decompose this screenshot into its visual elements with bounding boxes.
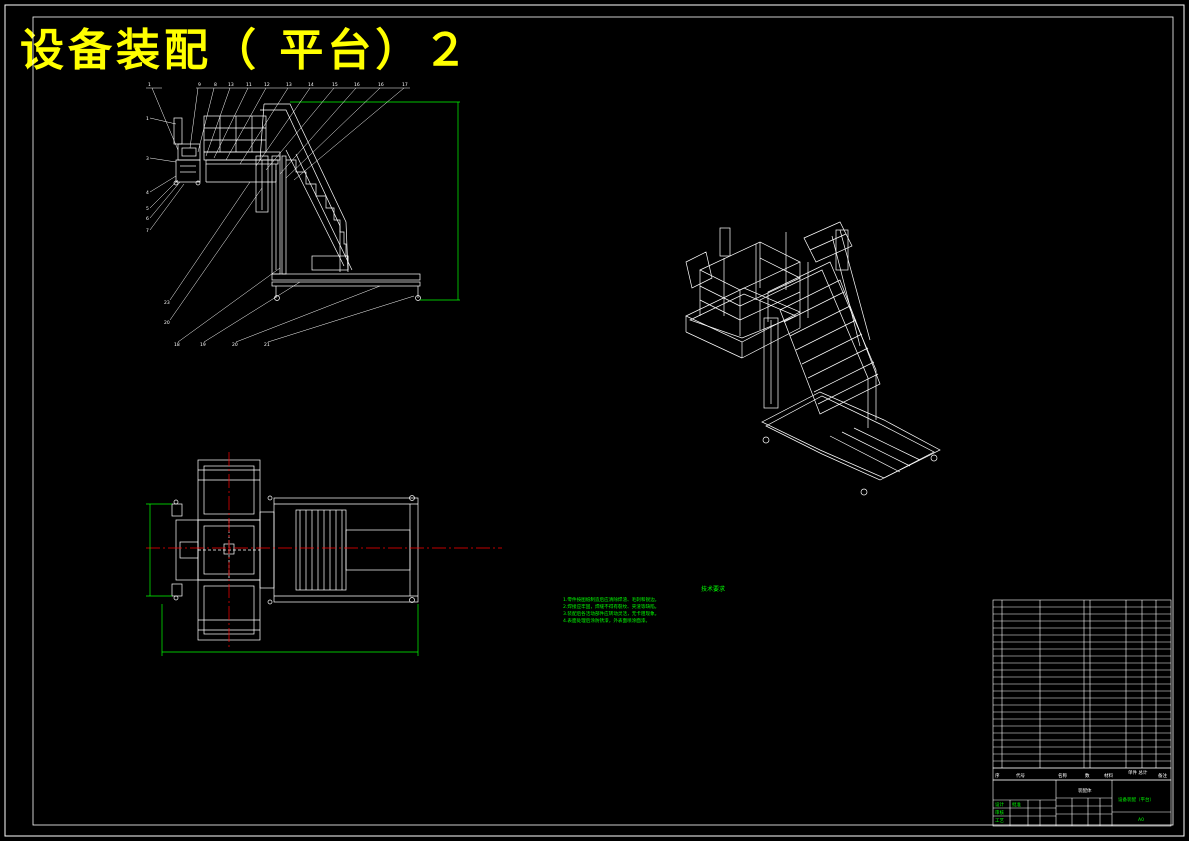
svg-text:7: 7 (146, 228, 149, 234)
notes-line: 1.零件按图纸制造后应清除焊渣、毛刺和锐边。 (563, 598, 660, 603)
drawing-frame (4, 4, 1185, 837)
header-qty: 数 (1085, 772, 1090, 779)
svg-text:16: 16 (354, 82, 360, 88)
design-label-2: 工艺 (995, 818, 1004, 824)
svg-text:17: 17 (402, 82, 408, 88)
sheet-size: A0 (1138, 817, 1144, 823)
header-name: 名称 (1058, 772, 1067, 779)
technical-requirements: 技术要求 1.零件按图纸制造后应清除焊渣、毛刺和锐边。 2.焊接应牢固，焊缝不得… (563, 584, 863, 625)
notes-line: 2.焊接应牢固，焊缝不得有裂纹、夹渣等缺陷。 (563, 605, 660, 610)
svg-text:5: 5 (146, 206, 149, 212)
header-material: 材料 (1104, 772, 1113, 779)
svg-text:12: 12 (264, 82, 270, 88)
svg-text:18: 18 (174, 342, 180, 348)
drawing-name: 设备装配（平台） (1118, 796, 1154, 803)
svg-text:23: 23 (164, 300, 170, 306)
svg-text:3: 3 (146, 156, 149, 162)
header-code: 代号 (1016, 772, 1025, 779)
svg-text:9: 9 (198, 82, 201, 88)
title-block (992, 599, 1172, 827)
design-label-1: 审核 (995, 809, 1004, 816)
svg-text:1: 1 (148, 82, 151, 88)
drawing-title: 设备装配（ 平台）２ (20, 25, 472, 76)
svg-text:19: 19 (200, 342, 206, 348)
svg-text:13: 13 (286, 82, 292, 88)
svg-text:14: 14 (308, 82, 314, 88)
svg-text:6: 6 (146, 216, 149, 222)
svg-text:1: 1 (146, 116, 149, 122)
notes-line: 3.装配后各活动部件应转动灵活，无卡阻现象。 (563, 612, 660, 617)
notes-line: 4.表面处理后涂防锈漆，外表面喷涂面漆。 (563, 619, 651, 624)
title-block-text: 序 代号 名称 数 材料 单件 总计 备注 装配体 设备装配（平台） A0 设计… (995, 769, 1167, 824)
svg-text:11: 11 (246, 82, 252, 88)
plan-view (146, 452, 502, 656)
svg-text:21: 21 (264, 342, 270, 348)
svg-text:20: 20 (232, 342, 238, 348)
svg-text:4: 4 (146, 190, 149, 196)
svg-text:13: 13 (228, 82, 234, 88)
header-weight: 单件 总计 (1128, 769, 1148, 776)
header-seq: 序 (995, 772, 1000, 779)
isometric-view (685, 221, 941, 496)
side-elevation-view: 1 9 8 13 11 12 13 14 15 16 16 17 1 3 4 5… (146, 82, 460, 348)
notes-heading: 技术要求 (700, 586, 725, 593)
svg-text:20: 20 (164, 320, 170, 326)
svg-text:15: 15 (332, 82, 338, 88)
design-label-3: 批准 (1012, 801, 1021, 808)
svg-text:8: 8 (214, 82, 217, 88)
design-label-0: 设计 (995, 801, 1004, 808)
header-remark: 备注 (1158, 772, 1167, 779)
product-name: 装配体 (1078, 787, 1092, 794)
svg-text:16: 16 (378, 82, 384, 88)
